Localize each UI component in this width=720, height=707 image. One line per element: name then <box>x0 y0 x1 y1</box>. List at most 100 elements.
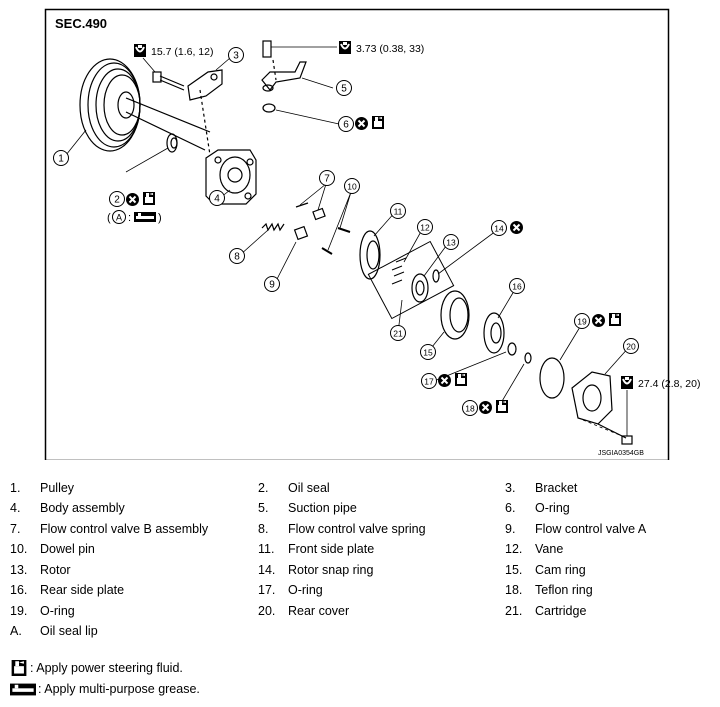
legend-row: 10. Dowel pin 11. Front side plate 12. V… <box>0 542 720 558</box>
vane-part <box>391 257 407 285</box>
front-side-plate-part <box>359 230 381 280</box>
torque-icon <box>133 43 147 58</box>
legend-num: A. <box>10 624 22 638</box>
torque-bracket-bolt: 15.7 (1.6, 12) <box>151 46 213 58</box>
callout-14-label: 14 <box>494 224 504 234</box>
torque-pipe-bolt: 3.73 (0.38, 33) <box>356 43 424 55</box>
callout-13 <box>443 234 459 250</box>
callout-12 <box>417 219 433 235</box>
legend-row: 19. O-ring 20. Rear cover 21. Cartridge <box>0 604 720 620</box>
callout-1 <box>53 150 69 166</box>
section-label: SEC.490 <box>55 16 107 31</box>
legend-num: 8. <box>258 522 269 536</box>
callout-7-label: 7 <box>324 174 330 185</box>
legend-num: 13. <box>10 563 28 577</box>
legend-name: Flow control valve A <box>535 522 647 536</box>
torque-bracket-leader <box>142 57 156 73</box>
callout-a-colon: : <box>128 212 131 224</box>
callout-7 <box>319 170 335 186</box>
callout-13-label: 13 <box>446 238 456 248</box>
note-multi-purpose-grease: : Apply multi-purpose grease. <box>10 682 200 696</box>
power-steering-fluid-icon <box>143 192 155 205</box>
legend-num: 12. <box>505 542 523 556</box>
callout-8-label: 8 <box>234 252 240 263</box>
callout-a-close: ) <box>158 212 162 224</box>
rotor-snap-ring-part <box>432 269 440 283</box>
torque-icon <box>620 375 634 390</box>
legend-row: 1. Pulley 2. Oil seal 3. Bracket <box>0 481 720 497</box>
callout-a-letter: A <box>116 213 122 223</box>
legend-row: 4. Body assembly 5. Suction pipe 6. O-ri… <box>0 501 720 517</box>
leader-lines <box>65 57 631 437</box>
legend-num: 5. <box>258 501 269 515</box>
callout-12-label: 12 <box>420 223 430 233</box>
legend-name: Cartridge <box>535 604 587 618</box>
legend-name: Body assembly <box>40 501 125 515</box>
torque-rear-cover-bolt: 27.4 (2.8, 20) <box>638 378 700 390</box>
callout-17 <box>421 373 437 389</box>
power-steering-fluid-icon <box>496 400 508 413</box>
legend-name: Suction pipe <box>288 501 357 515</box>
callout-18-label: 18 <box>465 404 475 414</box>
legend-name: Rotor snap ring <box>288 563 374 577</box>
legend-num: 20. <box>258 604 276 618</box>
callout-2-label: 2 <box>114 195 120 206</box>
o-ring-6-part <box>262 103 276 113</box>
callout-9-label: 9 <box>269 280 275 291</box>
cartridge-box <box>367 240 455 320</box>
legend-name: Dowel pin <box>40 542 95 556</box>
callout-19-label: 19 <box>577 317 587 327</box>
legend-row: 13. Rotor 14. Rotor snap ring 15. Cam ri… <box>0 563 720 579</box>
multi-purpose-grease-icon <box>10 683 36 695</box>
legend-num: 17. <box>258 583 276 597</box>
callout-6-label: 6 <box>343 120 349 131</box>
callout-16 <box>509 278 525 294</box>
legend-num: 11. <box>258 542 275 556</box>
callout-17-label: 17 <box>424 377 434 387</box>
callout-9 <box>264 276 280 292</box>
callout-14 <box>491 220 507 236</box>
callout-15-label: 15 <box>423 348 433 358</box>
legend-num: 2. <box>258 481 269 495</box>
flow-valve-a-part <box>293 225 309 241</box>
rotor-part <box>411 273 429 303</box>
callout-8 <box>229 248 245 264</box>
legend-num: 18. <box>505 583 523 597</box>
legend-name: Flow control valve B assembly <box>40 522 209 536</box>
legend-num: 15. <box>505 563 523 577</box>
callout-4 <box>209 190 225 206</box>
legend-num: 19. <box>10 604 28 618</box>
note-text: : Apply multi-purpose grease. <box>38 682 200 696</box>
flow-valve-b-part <box>295 202 326 221</box>
o-ring-19-part <box>539 357 565 399</box>
legend-row: 7. Flow control valve B assembly 8. Flow… <box>0 522 720 538</box>
suction-pipe-part <box>261 40 307 92</box>
callout-11-label: 11 <box>394 207 403 217</box>
legend-name: O-ring <box>535 501 570 515</box>
callout-11 <box>390 203 406 219</box>
legend-name: O-ring <box>288 583 323 597</box>
exploded-view-diagram: SEC.490 JSGIA0354GB <box>44 8 700 460</box>
torque-icon <box>338 40 352 55</box>
power-steering-fluid-icon <box>609 313 621 326</box>
callout-5 <box>336 80 352 96</box>
callout-10 <box>344 178 360 194</box>
callout-a-open: ( <box>107 212 111 224</box>
legend-name: Front side plate <box>288 542 375 556</box>
legend-num: 9. <box>505 522 516 536</box>
legend-name: Cam ring <box>535 563 586 577</box>
callout-5-label: 5 <box>341 84 347 95</box>
legend-num: 14. <box>258 563 276 577</box>
legend-name: Rear cover <box>288 604 350 618</box>
legend-name: Rear side plate <box>40 583 125 597</box>
callout-20 <box>623 338 639 354</box>
diagram-frame <box>44 8 670 460</box>
legend-name: Vane <box>535 542 564 556</box>
power-steering-fluid-icon <box>455 373 467 386</box>
rear-side-plate-part <box>483 312 505 354</box>
legend-num: 1. <box>10 481 21 495</box>
power-steering-fluid-icon <box>372 116 384 129</box>
no-reuse-icon <box>478 400 493 415</box>
legend-name: Oil seal <box>288 481 330 495</box>
callout-21-label: 21 <box>393 329 403 339</box>
